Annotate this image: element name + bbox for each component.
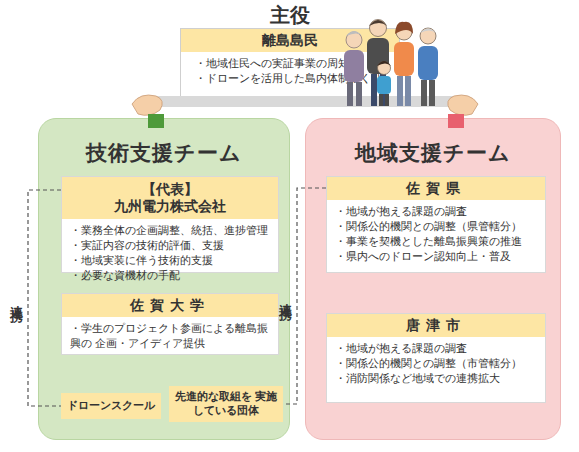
- member-card: 【代表】九州電力株式会社・業務全体の企画調整、統括、進捗管理・実証内容の技術的評…: [61, 176, 279, 273]
- lead-box: 主役離島島民・地域住民への実証事業の周知・ドローンを活用した島内体制づくり: [180, 2, 400, 98]
- member-card: 佐賀県・地域が抱える課題の調査・関係公的機関との調整（県管轄分）・事業を契機とし…: [326, 176, 546, 273]
- header-band: 佐賀県: [327, 177, 545, 200]
- box-header: 九州電力株式会社: [64, 198, 276, 215]
- sleeve-cuff: [148, 114, 164, 128]
- connector-label: 連携: [7, 295, 25, 301]
- person-hair: [377, 61, 391, 66]
- lead-heading: 主役: [180, 2, 400, 28]
- child-figure: [377, 61, 391, 106]
- bullet-item: ・関係公的機関との調整（県管轄分）: [335, 219, 537, 234]
- person-body: [367, 38, 389, 74]
- person-body: [377, 76, 391, 94]
- bullet-list: ・地域が抱える課題の調査・関係公的機関との調整（県管轄分）・事業を契機とした離島…: [327, 200, 545, 269]
- dashed-connector: [283, 188, 326, 404]
- person-figure: [394, 22, 414, 106]
- person-leg: [380, 74, 386, 106]
- left-hand: [132, 95, 164, 128]
- person-hair: [420, 29, 436, 34]
- header-band: 【代表】九州電力株式会社: [62, 177, 278, 219]
- header-band: 唐津市: [327, 314, 545, 337]
- bullet-item: ・地域住民への実証事業の周知: [195, 56, 391, 71]
- person-hair: [395, 22, 413, 34]
- hand-shape: [132, 95, 162, 115]
- person-leg: [421, 80, 427, 106]
- person-figure: [418, 28, 438, 106]
- lead-panel: 離島島民・地域住民への実証事業の周知・ドローンを活用した島内体制づくり: [180, 28, 400, 98]
- member-card: 唐津市・地域が抱える課題の調査・関係公的機関との調整（市管轄分）・消防関係など地…: [326, 313, 546, 403]
- person-head: [396, 24, 412, 40]
- lead-heading-wrap: 主役: [180, 2, 400, 28]
- member-chip: 先進的な取組を 実施している団体: [169, 386, 283, 422]
- header-band: 離島島民: [181, 29, 399, 52]
- chip-label: ドローンスクール: [67, 399, 155, 413]
- team-heading: 地域支援チーム: [306, 139, 560, 167]
- person-leg: [371, 74, 377, 106]
- bullet-item: ・学生のプロジェクト参画による離島振興の 企画・アイディア提供: [70, 321, 270, 351]
- bullet-list: ・地域が抱える課題の調査・関係公的機関との調整（市管轄分）・消防関係など地域での…: [327, 337, 545, 391]
- bullet-item: ・事業を契機とした離島振興策の推進: [335, 234, 537, 249]
- person-leg: [397, 76, 403, 106]
- bullet-item: ・地域が抱える課題の調査: [335, 341, 537, 356]
- person-leg: [385, 94, 389, 106]
- dashed-connector: [28, 190, 61, 406]
- team-panel: 技術支援チーム【代表】九州電力株式会社・業務全体の企画調整、統括、進捗管理・実証…: [38, 118, 290, 440]
- sleeve-cuff: [448, 114, 464, 128]
- person-figure: [367, 20, 389, 107]
- team-panel: 地域支援チーム佐賀県・地域が抱える課題の調査・関係公的機関との調整（県管轄分）・…: [305, 118, 561, 440]
- bullet-list: ・業務全体の企画調整、統括、進捗管理・実証内容の技術的評価、支援・地域実装に伴う…: [62, 219, 278, 288]
- team-heading-wrap: 地域支援チーム: [306, 139, 560, 167]
- person-body: [394, 42, 414, 76]
- bullet-item: ・消防関係など地域での連携拡大: [335, 371, 537, 386]
- bullet-list: ・学生のプロジェクト参画による離島振興の 企画・アイディア提供: [62, 317, 278, 355]
- person-leg: [379, 94, 383, 106]
- hand-shape: [448, 95, 478, 115]
- person-head: [346, 32, 362, 48]
- person-hair: [346, 31, 362, 36]
- bullet-item: ・実証内容の技術的評価、支援: [70, 238, 270, 253]
- person-head: [378, 62, 391, 75]
- member-chip: ドローンスクール: [61, 393, 161, 419]
- member-card: 佐賀大学・学生のプロジェクト参画による離島振興の 企画・アイディア提供: [61, 293, 279, 355]
- right-hand: [448, 95, 478, 128]
- person-figure: [344, 31, 364, 106]
- person-hair: [369, 20, 387, 26]
- team-heading-wrap: 技術支援チーム: [39, 139, 289, 167]
- bullet-item: ・地域実装に伴う技術的支援: [70, 253, 270, 268]
- box-header: 離島島民: [183, 32, 397, 49]
- person-body: [418, 46, 438, 80]
- box-header: 唐津市: [329, 317, 543, 334]
- person-leg: [347, 82, 353, 106]
- team-heading: 技術支援チーム: [39, 139, 289, 167]
- bullet-item: ・ドローンを活用した島内体制づくり: [195, 71, 391, 86]
- person-head: [370, 20, 387, 37]
- person-body: [344, 50, 364, 82]
- person-leg: [405, 76, 411, 106]
- box-header: 佐賀県: [329, 180, 543, 197]
- bullet-item: ・業務全体の企画調整、統括、進捗管理: [70, 223, 270, 238]
- chip-label: 先進的な取組を 実施している団体: [171, 390, 281, 419]
- box-header: 【代表】: [64, 181, 276, 198]
- shelf-bar: [140, 96, 470, 107]
- header-band: 佐賀大学: [62, 294, 278, 317]
- bullet-item: ・地域が抱える課題の調査: [335, 204, 537, 219]
- person-leg: [356, 82, 362, 106]
- bullet-item: ・必要な資機材の手配: [70, 268, 270, 283]
- bullet-item: ・関係公的機関との調整（市管轄分）: [335, 356, 537, 371]
- person-head: [420, 28, 436, 44]
- people-illustration: [344, 20, 438, 107]
- bullet-item: ・県内へのドローン認知向上・普及: [335, 249, 537, 264]
- bullet-list: ・地域住民への実証事業の周知・ドローンを活用した島内体制づくり: [181, 52, 399, 90]
- person-leg: [429, 80, 435, 106]
- connector-label: 連携: [276, 293, 294, 299]
- box-header: 佐賀大学: [64, 297, 276, 314]
